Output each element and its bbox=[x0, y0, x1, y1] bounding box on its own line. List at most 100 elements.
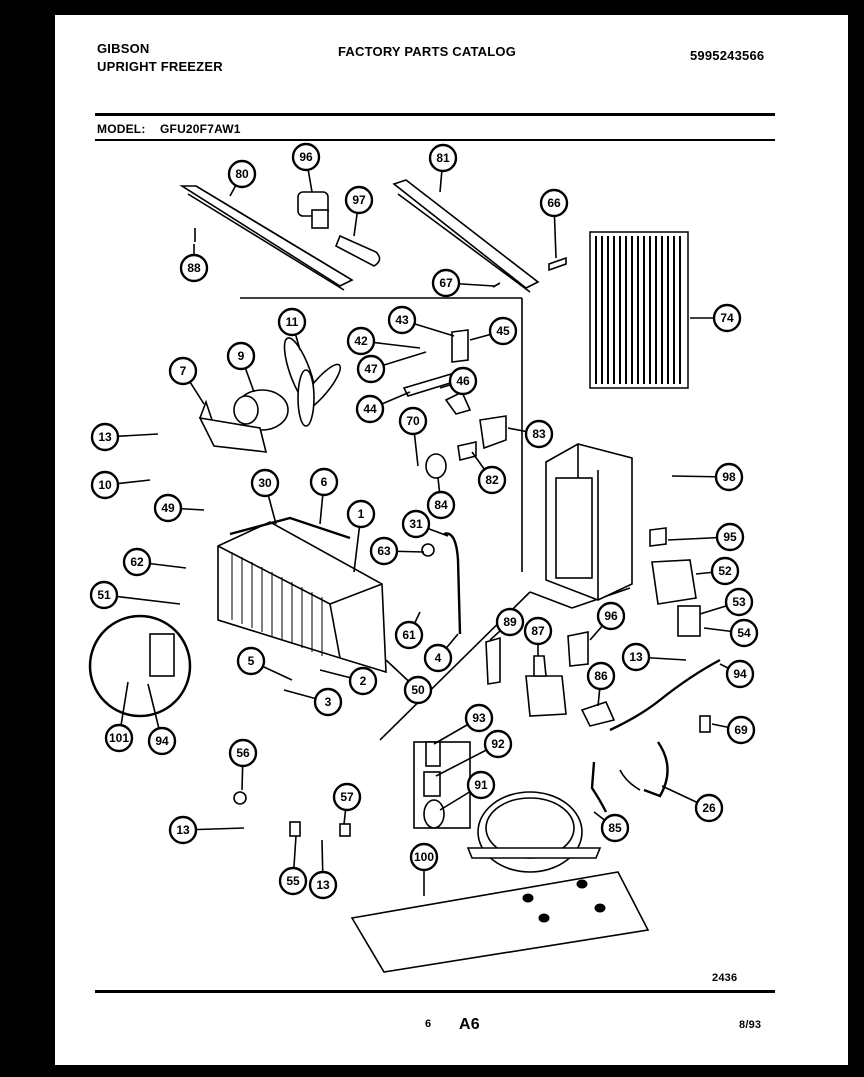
callout-87: 87 bbox=[523, 616, 553, 646]
product-type: UPRIGHT FREEZER bbox=[97, 59, 223, 74]
callout-56: 56 bbox=[228, 738, 258, 768]
callout-94: 94 bbox=[725, 659, 755, 689]
callout-94: 94 bbox=[147, 726, 177, 756]
screw-67 bbox=[492, 282, 501, 288]
callout-number: 47 bbox=[364, 362, 378, 376]
callout-number: 13 bbox=[629, 650, 643, 664]
callout-1: 1 bbox=[346, 499, 376, 529]
clip-95 bbox=[649, 527, 667, 547]
callout-number: 51 bbox=[97, 588, 111, 602]
callout-number: 30 bbox=[258, 476, 272, 490]
callout-95: 95 bbox=[715, 522, 745, 552]
callout-number: 1 bbox=[358, 507, 365, 521]
callout-9: 9 bbox=[226, 341, 256, 371]
callout-66: 66 bbox=[539, 188, 569, 218]
callout-4: 4 bbox=[423, 643, 453, 673]
callout-number: 2 bbox=[360, 674, 367, 688]
callout-101: 101 bbox=[104, 723, 134, 753]
callout-number: 44 bbox=[363, 402, 377, 416]
callout-number: 94 bbox=[155, 734, 169, 748]
callout-80: 80 bbox=[227, 159, 257, 189]
relay-part bbox=[457, 441, 477, 461]
compressor-tube bbox=[590, 761, 608, 813]
drawing-number: 2436 bbox=[712, 972, 738, 984]
callout-88: 88 bbox=[179, 253, 209, 283]
catalog-number: 5995243566 bbox=[690, 48, 765, 63]
bracket-53 bbox=[677, 605, 701, 637]
drier-top bbox=[425, 741, 441, 767]
model-label: MODEL: bbox=[97, 122, 146, 136]
callout-number: 5 bbox=[248, 654, 255, 668]
light-socket bbox=[297, 191, 329, 229]
callout-62: 62 bbox=[122, 547, 152, 577]
screw-57 bbox=[339, 823, 351, 837]
wire-clip bbox=[485, 636, 501, 685]
callout-number: 89 bbox=[503, 615, 517, 629]
callout-91: 91 bbox=[466, 770, 496, 800]
callout-number: 91 bbox=[474, 778, 488, 792]
callout-84: 84 bbox=[426, 490, 456, 520]
cabinet-frame bbox=[545, 443, 633, 601]
callout-number: 6 bbox=[321, 475, 328, 489]
callout-52: 52 bbox=[710, 556, 740, 586]
callout-11: 11 bbox=[277, 307, 307, 337]
callout-number: 42 bbox=[354, 334, 368, 348]
callout-57: 57 bbox=[332, 782, 362, 812]
callout-85: 85 bbox=[600, 813, 630, 843]
callout-number: 52 bbox=[718, 564, 732, 578]
callout-number: 49 bbox=[161, 501, 175, 515]
callout-number: 100 bbox=[414, 850, 434, 864]
cover-plate bbox=[651, 559, 697, 605]
evaporator-coil bbox=[217, 516, 387, 674]
callout-2: 2 bbox=[348, 666, 378, 696]
top-bracket-left bbox=[179, 185, 354, 291]
callout-number: 63 bbox=[377, 544, 391, 558]
light-bulb bbox=[334, 234, 381, 267]
callout-number: 45 bbox=[496, 324, 510, 338]
callout-number: 7 bbox=[180, 364, 187, 378]
starter-relay bbox=[525, 655, 567, 717]
callout-number: 88 bbox=[187, 261, 201, 275]
fan-motor bbox=[233, 389, 289, 431]
lead-wire bbox=[619, 769, 641, 791]
callout-43: 43 bbox=[387, 305, 417, 335]
drain-tube bbox=[443, 532, 462, 635]
callout-42: 42 bbox=[346, 326, 376, 356]
motor-bracket bbox=[198, 399, 268, 453]
callout-31: 31 bbox=[401, 509, 431, 539]
callout-49: 49 bbox=[153, 493, 183, 523]
callout-number: 55 bbox=[286, 874, 300, 888]
callout-10: 10 bbox=[90, 470, 120, 500]
callout-54: 54 bbox=[729, 618, 759, 648]
callout-55: 55 bbox=[278, 866, 308, 896]
callout-number: 92 bbox=[491, 737, 505, 751]
fitting bbox=[421, 543, 435, 557]
callout-46: 46 bbox=[448, 366, 478, 396]
callout-number: 62 bbox=[130, 555, 144, 569]
callout-93: 93 bbox=[464, 703, 494, 733]
power-cord bbox=[609, 658, 721, 732]
callout-13: 13 bbox=[308, 870, 338, 900]
callout-50: 50 bbox=[403, 675, 433, 705]
callout-number: 94 bbox=[733, 667, 747, 681]
callout-number: 70 bbox=[406, 414, 420, 428]
base-plate bbox=[350, 871, 650, 973]
condenser-coil bbox=[589, 231, 689, 389]
page-code: A6 bbox=[459, 1016, 480, 1033]
callout-number: 53 bbox=[732, 595, 746, 609]
callout-number: 56 bbox=[236, 746, 250, 760]
callout-number: 101 bbox=[109, 731, 129, 745]
callout-number: 3 bbox=[325, 695, 332, 709]
callout-number: 96 bbox=[604, 609, 618, 623]
callout-96: 96 bbox=[291, 142, 321, 172]
callout-69: 69 bbox=[726, 715, 756, 745]
callout-number: 67 bbox=[439, 276, 453, 290]
callout-number: 95 bbox=[723, 530, 737, 544]
receptacle bbox=[149, 633, 175, 677]
callout-44: 44 bbox=[355, 394, 385, 424]
part-69 bbox=[699, 715, 711, 733]
callout-5: 5 bbox=[236, 646, 266, 676]
callout-83: 83 bbox=[524, 419, 554, 449]
screw-55 bbox=[289, 821, 301, 837]
